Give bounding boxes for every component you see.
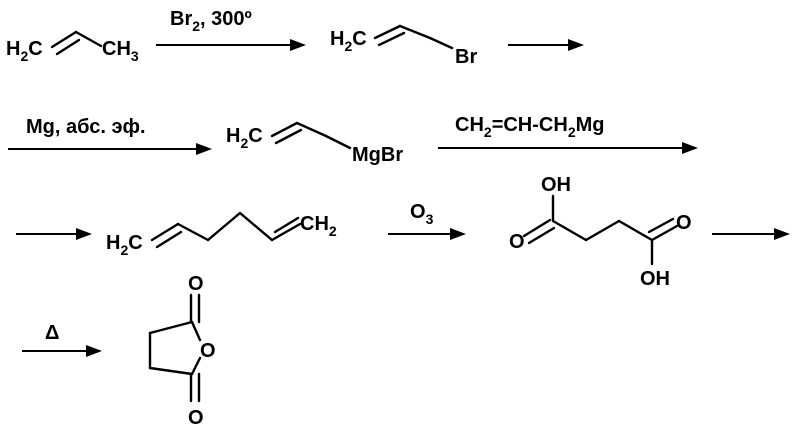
arrow-4: O3 <box>388 201 466 240</box>
bond <box>55 38 81 56</box>
anhydride-o-bottom: O <box>188 407 204 429</box>
allyl-bromide: H2C Br <box>330 24 477 68</box>
acid-oh-bottom: OH <box>640 268 670 290</box>
reagent-allyl-mg: CH2=CH-CH2Mg <box>455 114 605 140</box>
bond <box>324 134 352 150</box>
bond <box>190 356 202 376</box>
anhydride-o-top: O <box>188 273 204 295</box>
bond <box>50 30 78 49</box>
bond <box>155 230 183 249</box>
bond <box>398 24 432 40</box>
bond <box>148 320 194 335</box>
bond <box>584 219 621 242</box>
reagent-mg-ether: Mg, абс. эф. <box>26 116 146 138</box>
bond <box>148 366 194 376</box>
reagent-o3: O3 <box>410 201 434 227</box>
arrow-3b <box>16 228 92 240</box>
bond <box>273 216 300 234</box>
hexadiene: H2C CH2 <box>106 211 337 258</box>
reagent-heat: Δ <box>45 322 59 344</box>
arrow-1: Br2, 300º <box>156 8 306 51</box>
hexadiene-h2c: H2C <box>106 232 143 258</box>
bond <box>206 211 242 242</box>
bond <box>270 222 302 242</box>
bond <box>617 219 654 242</box>
bond <box>274 128 303 145</box>
allyl-bromide-h2c: H2C <box>330 28 367 54</box>
bond <box>551 219 588 242</box>
allyl-bromide-br: Br <box>455 46 477 68</box>
hexadiene-ch2: CH2 <box>300 213 337 239</box>
arrow-2: Mg, абс. эф. <box>8 116 212 155</box>
bond <box>176 222 210 242</box>
bond <box>428 36 454 50</box>
bond <box>295 121 328 138</box>
propene: H2C CH3 <box>6 30 139 64</box>
reagent-br2: Br2, 300º <box>170 8 252 34</box>
bond <box>150 222 180 242</box>
allyl-mgbr-atom: MgBr <box>352 144 403 166</box>
bond <box>190 320 202 342</box>
bond <box>377 31 406 47</box>
arrow-1b <box>508 39 584 51</box>
succinic-acid: OH O O OH <box>509 174 692 290</box>
succinic-anhydride: O O O <box>148 273 216 429</box>
bond <box>74 30 103 48</box>
anhydride-o-ring: O <box>200 340 216 362</box>
propene-h2c: H2C <box>6 38 43 64</box>
arrow-5: Δ <box>22 322 102 357</box>
propene-ch3: CH3 <box>102 38 139 64</box>
allyl-magnesium-bromide: H2C MgBr <box>226 121 403 166</box>
allyl-mgbr-h2c: H2C <box>226 125 263 151</box>
bond <box>373 24 402 40</box>
arrow-3: CH2=CH-CH2Mg <box>438 114 698 154</box>
acid-o-left: O <box>509 231 525 253</box>
bond <box>527 226 556 245</box>
bond <box>650 224 679 242</box>
acid-o-right: O <box>676 212 692 234</box>
bond <box>270 121 299 138</box>
arrow-4b <box>712 228 790 240</box>
bond <box>647 217 675 234</box>
acid-oh-top: OH <box>541 174 571 196</box>
bond <box>522 218 552 238</box>
bond <box>238 211 274 242</box>
